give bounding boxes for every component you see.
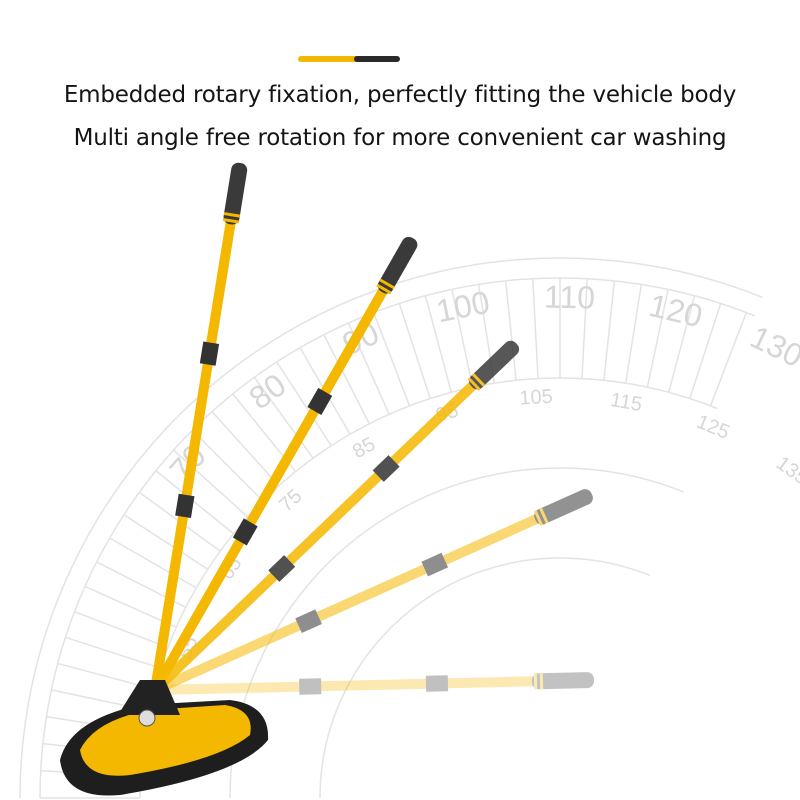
protractor-label: 125 [693,411,732,444]
protractor-tick [603,280,616,381]
handle-grip [534,489,593,525]
handle-joint [421,552,449,577]
protractor-tick [65,636,161,669]
protractor-label: 135 [772,452,800,489]
mop-handle [150,162,248,691]
handle-grip [377,236,418,294]
decorative-bar-dark [354,56,400,62]
handle-joint [372,455,400,482]
handle-joint [307,387,333,415]
mop-head [60,680,269,796]
protractor-tick [123,514,209,570]
protractor-label: 85 [349,433,379,463]
protractor-tick [191,429,264,502]
handle-joint [268,555,296,582]
handle-joint [175,493,195,519]
protractor-tick [398,303,431,399]
protractor-label: 100 [433,284,492,330]
decorative-bar-yellow [298,56,360,62]
protractor-label: 120 [646,287,706,334]
protractor-tick [624,284,643,384]
protractor-tick [581,278,588,379]
protractor-arc [229,467,684,799]
protractor-tick [424,295,453,393]
protractor-label: 130 [745,319,800,375]
protractor-tick [173,449,249,518]
protractor-tick [504,280,517,381]
protractor-tick [211,411,280,487]
protractor-label: 105 [519,386,554,410]
protractor-tick [532,278,539,379]
protractor-arc [319,557,651,799]
protractor-label: 115 [609,389,644,416]
handle-grip [531,672,595,690]
headline-line-2: Multi angle free rotation for more conve… [73,125,727,151]
protractor-tick [646,289,669,388]
mop-handle [151,340,520,694]
protractor-tick [109,537,197,589]
protractor-tick [451,289,474,388]
protractor-tick [372,312,411,407]
protractor-arc [19,257,763,799]
handle-joint [295,609,322,633]
headline-line-1: Embedded rotary fixation, perfectly fitt… [63,82,737,108]
protractor-tick [155,470,235,535]
protractor-label: 75 [275,485,306,516]
handle-joint [299,678,322,695]
mop-handle [154,672,595,695]
protractor-label: 110 [544,279,596,316]
protractor-tick [667,295,696,393]
handle-grip [469,340,520,390]
protractor-arc [39,277,756,799]
handle-joint [425,675,449,692]
handle-joint [199,341,220,366]
mop-handle [150,236,418,693]
protractor-tick [276,361,332,447]
mop-handle [152,489,593,695]
handle-grip [223,162,248,225]
protractor-tick [253,376,314,459]
protractor-tick [689,303,722,399]
protractor-tick [323,334,370,425]
protractor-tick [74,610,169,649]
protractor-tick [84,585,177,628]
protractor-tick [709,312,748,407]
handle-joint [232,518,258,546]
